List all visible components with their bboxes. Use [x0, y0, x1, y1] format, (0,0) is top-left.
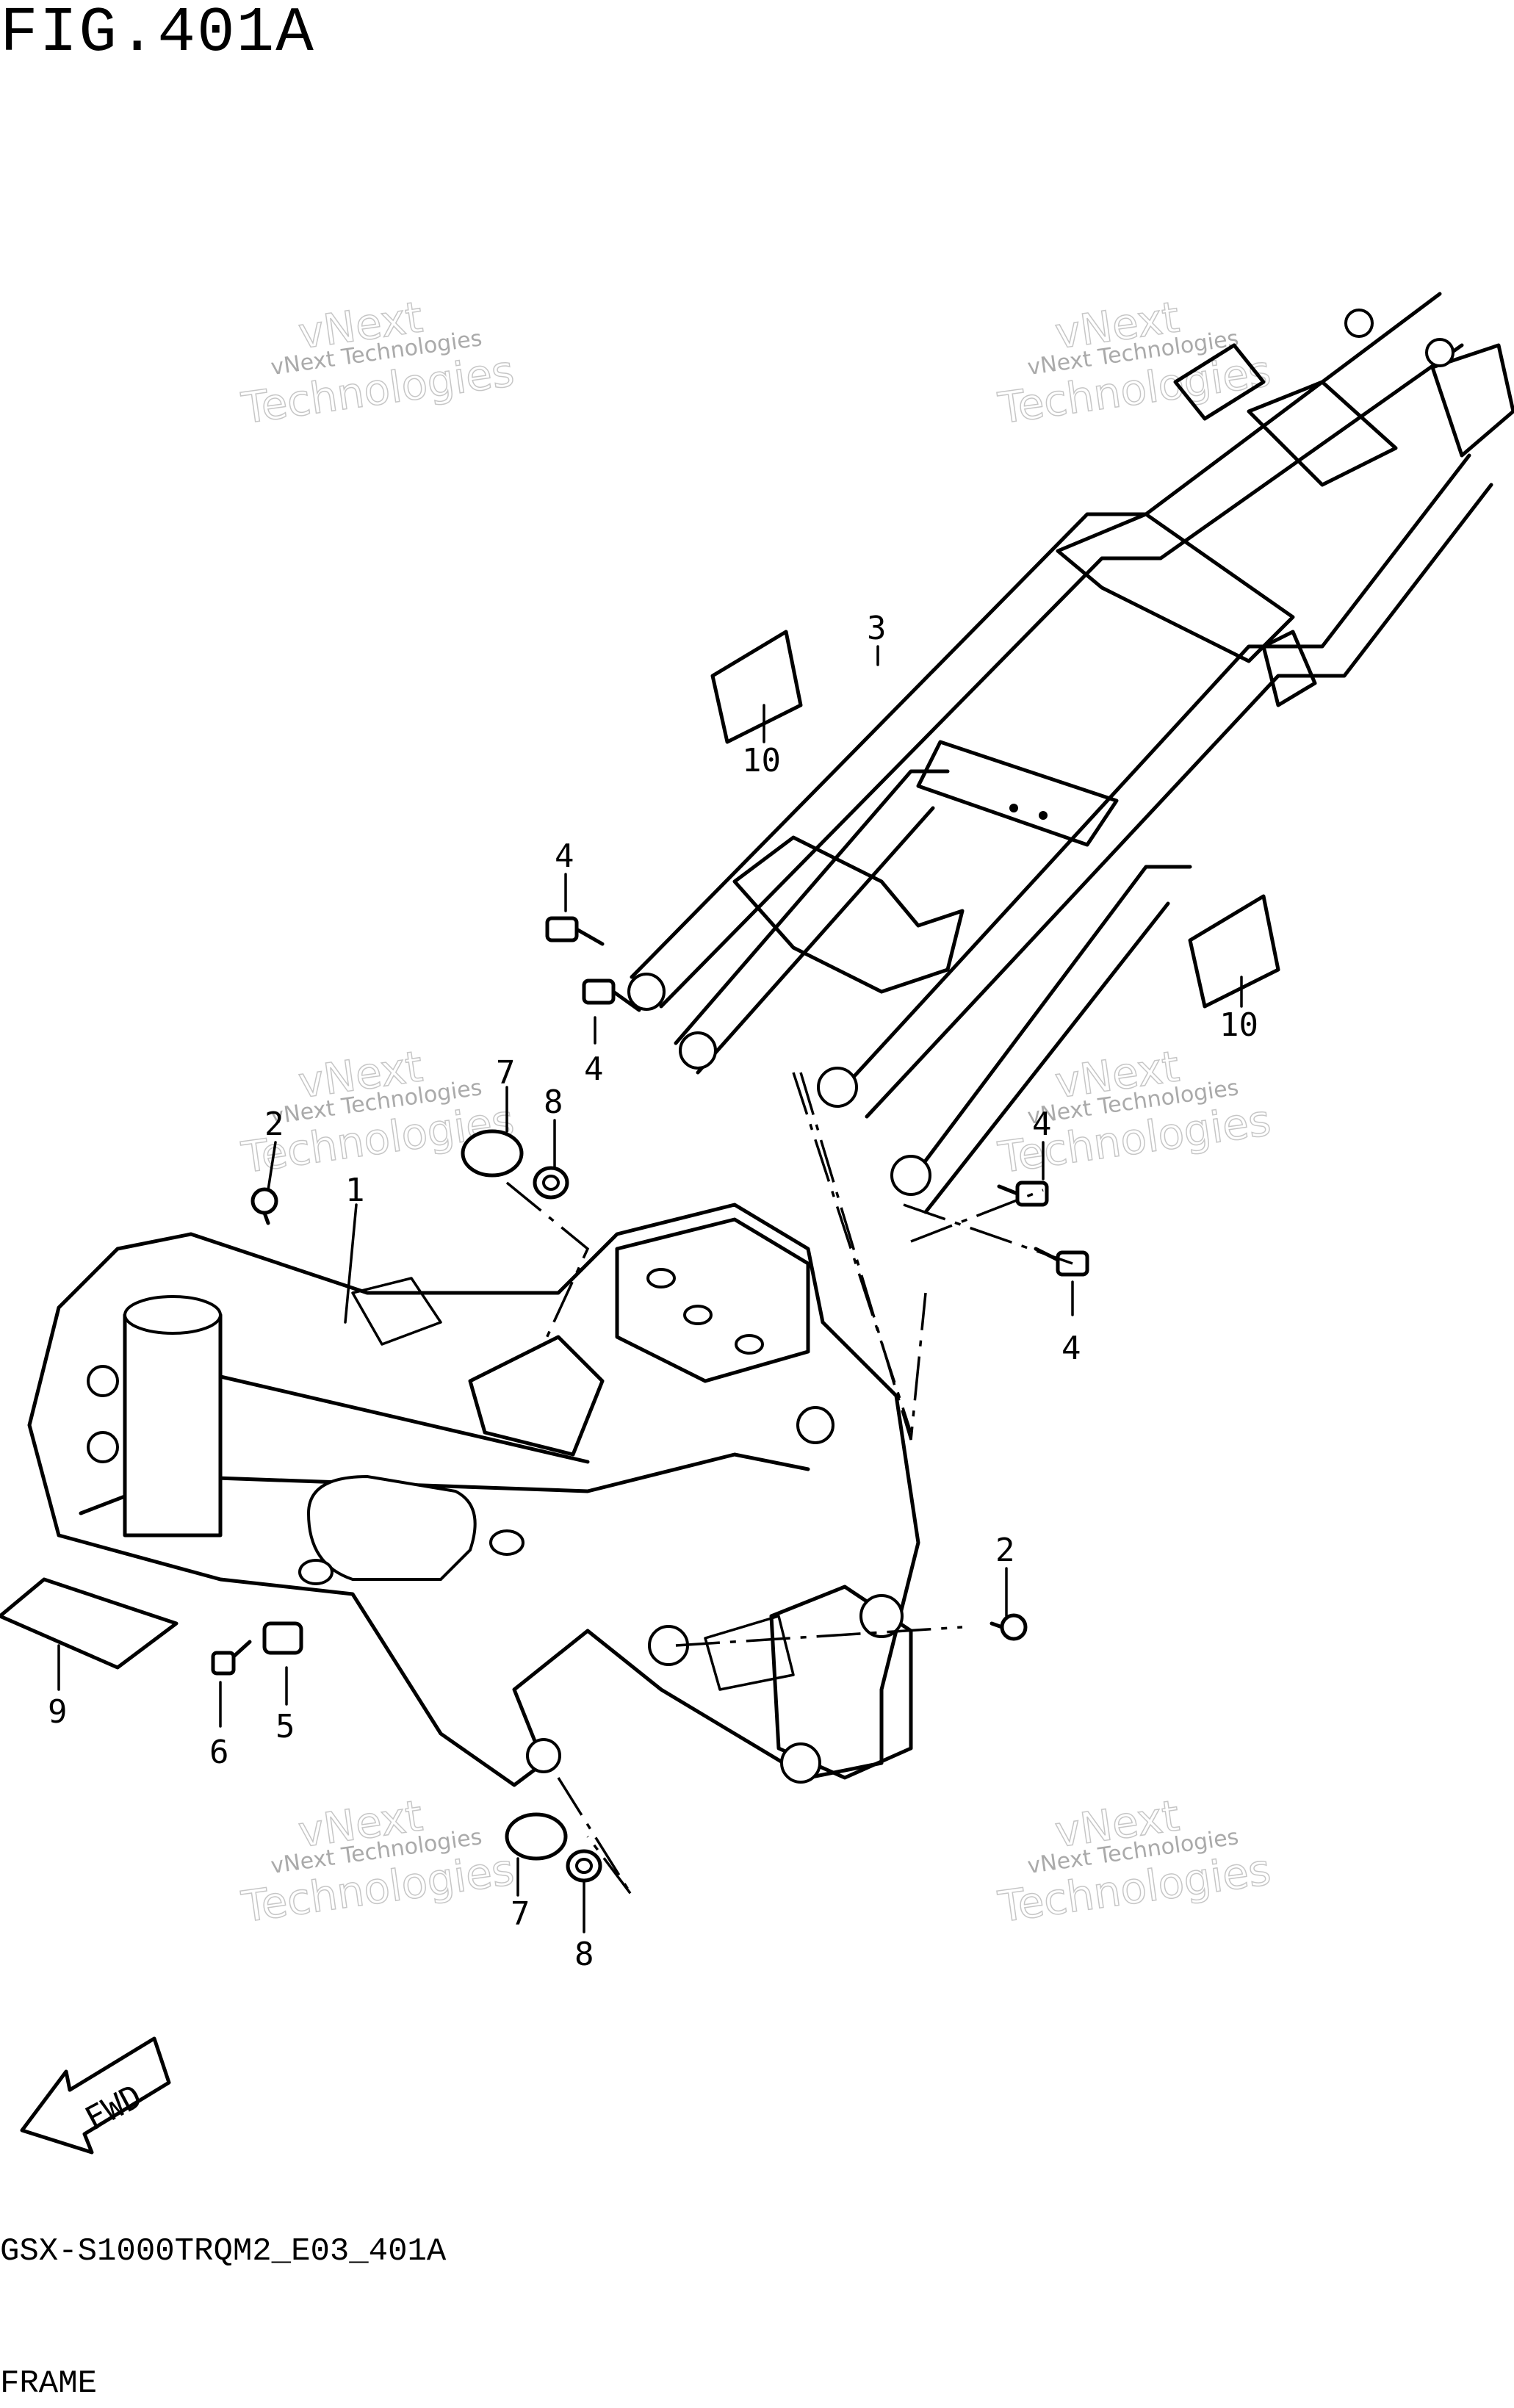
callout-3: 3	[867, 610, 887, 647]
frame-mount-slot	[735, 1334, 764, 1355]
label-sticker-part-9	[0, 1577, 179, 1670]
spacer-part-7-bottom	[505, 1812, 568, 1861]
seat-rail-eyelet	[817, 1067, 858, 1108]
callout-5: 5	[275, 1708, 295, 1745]
seat-rail-part-3	[627, 292, 1514, 1214]
callout-10-top: 10	[742, 742, 781, 779]
frame-pivot-plate	[615, 1217, 810, 1383]
washer-part-8-bottom	[566, 1849, 602, 1883]
callout-4-c: 4	[1032, 1106, 1052, 1143]
callout-7-bottom: 7	[511, 1895, 530, 1933]
seat-rail-lower-stay-inner	[696, 806, 935, 1075]
seat-rail-eyelet	[679, 1031, 717, 1070]
callout-9: 9	[48, 1693, 68, 1731]
steering-head-top	[123, 1295, 222, 1335]
frame-mount-hole	[298, 1559, 334, 1585]
seat-rail-hole	[1009, 804, 1018, 812]
washer-part-8-top	[533, 1166, 569, 1200]
frame-mount-slot	[646, 1268, 676, 1288]
steering-head	[123, 1313, 223, 1538]
frame-pivot-hole	[780, 1742, 821, 1784]
seat-rail-right-lower-stay	[901, 865, 1192, 1192]
watermark-top-left: vNext vNext Technologies Technologies	[238, 292, 518, 434]
spacer-part-7-top	[461, 1129, 524, 1178]
callout-4-b: 4	[584, 1050, 604, 1088]
seat-rail-eyelet	[627, 973, 666, 1011]
seat-rail-bolt-hole	[1425, 338, 1454, 367]
callout-8-top: 8	[544, 1084, 563, 1121]
seat-rail-eyelet	[890, 1155, 931, 1196]
main-frame-upper-spar	[174, 1364, 590, 1464]
watermark-bottom-right: vNext vNext Technologies Technologies	[995, 1790, 1275, 1933]
frame-mount-hole	[489, 1529, 525, 1556]
seat-rail-hole	[1039, 811, 1048, 820]
seat-rail-mount-tab	[1261, 630, 1317, 707]
label-sticker-part-10-right	[1188, 894, 1280, 1009]
frame-inner-rib	[468, 1335, 605, 1457]
seat-rail-right-tube	[835, 453, 1471, 1097]
seat-rail-left-tube-inner	[659, 343, 1464, 1009]
section-name: FRAME	[0, 2365, 98, 2402]
callout-2-a: 2	[264, 1106, 284, 1143]
bolt-part-4-a	[545, 916, 605, 946]
seat-rail-tail-bracket	[1430, 343, 1514, 458]
frame-lower-gusset	[704, 1615, 795, 1691]
bolt-part-4-c	[997, 1180, 1049, 1207]
seat-rail-lower-stay	[674, 769, 950, 1045]
main-frame-part-1	[27, 1203, 920, 1787]
frame-mount-hole	[87, 1431, 119, 1463]
seat-rail-side-bracket	[1173, 343, 1266, 421]
frame-mount-hole	[796, 1406, 834, 1444]
callout-4-d: 4	[1061, 1330, 1081, 1367]
pin-part-2-a	[250, 1187, 278, 1225]
pin-part-2-b	[989, 1613, 1028, 1641]
callout-labels: 3 10 4 4 4 4 10 7 8 2 1 2 9 5 6 7 8	[48, 610, 1258, 1973]
bolt-part-6	[211, 1640, 252, 1676]
seat-rail-tail-plate	[1247, 380, 1398, 487]
frame-swingarm-pivot	[769, 1585, 913, 1780]
frame-pivot-hole	[859, 1594, 904, 1638]
model-code: GSX-S1000TRQM2_E03_401A	[0, 2233, 447, 2270]
callout-4-a: 4	[555, 837, 574, 875]
figure-title: FIG.401A	[0, 0, 315, 69]
frame-mount-slot	[683, 1305, 713, 1325]
seat-rail-rear-brace	[1056, 512, 1295, 663]
fwd-direction-arrow: FWD	[20, 2036, 171, 2155]
callout-8-bottom: 8	[574, 1936, 594, 1973]
watermark-mid-right: vNext vNext Technologies Technologies	[995, 1041, 1275, 1183]
leader-lines	[57, 645, 1243, 1933]
watermark-bottom-left: vNext vNext Technologies Technologies	[238, 1790, 518, 1933]
frame-mount-hole	[87, 1365, 119, 1397]
seat-rail-left-tube	[630, 292, 1442, 979]
seat-rail-right-lower-stay-inner	[923, 901, 1170, 1214]
callout-7-top: 7	[496, 1054, 516, 1092]
seat-rail-cross-brace	[916, 740, 1119, 847]
seat-rail-front-bracket	[732, 835, 965, 994]
label-sticker-part-10-top	[710, 630, 803, 744]
seat-rail-bolt-hole	[1344, 309, 1374, 338]
callout-1: 1	[345, 1172, 365, 1209]
bolt-part-4-b	[582, 978, 641, 1012]
watermark-top-right: vNext vNext Technologies Technologies	[995, 292, 1275, 434]
frame-oval-opening	[306, 1474, 477, 1581]
collar-part-5	[262, 1621, 303, 1655]
callout-10-right: 10	[1219, 1006, 1258, 1044]
callout-6: 6	[209, 1734, 229, 1771]
callout-2-b: 2	[995, 1532, 1015, 1569]
frame-top-gusset	[351, 1277, 442, 1346]
frame-mount-hole	[526, 1738, 561, 1773]
